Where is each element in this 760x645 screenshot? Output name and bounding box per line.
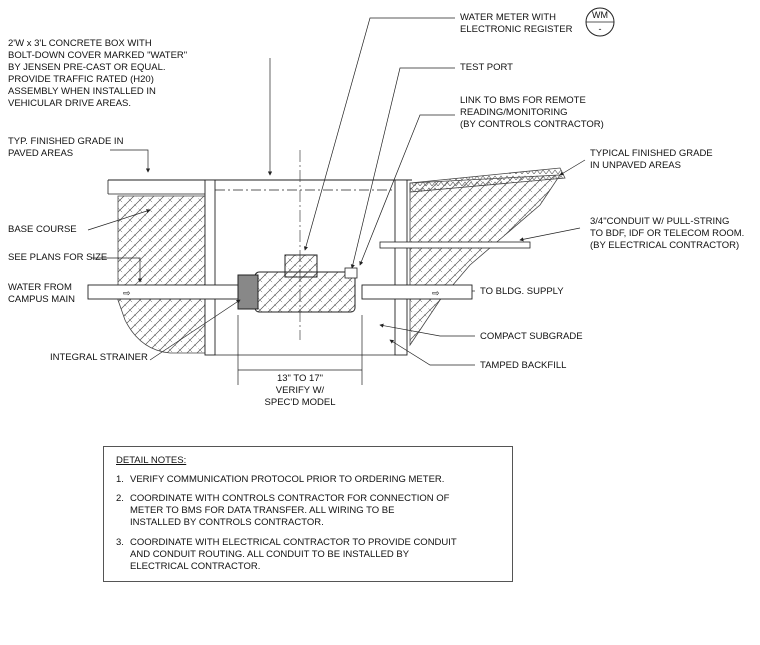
note-text: COORDINATE WITH ELECTRICAL CONTRACTOR TO…	[130, 537, 457, 572]
meter-symbol-top: WM	[592, 10, 608, 20]
callout-conduit: 3/4"CONDUIT W/ PULL-STRING TO BDF, IDF O…	[590, 216, 745, 251]
note-number: 1.	[116, 474, 124, 485]
note-text: COORDINATE WITH CONTROLS CONTRACTOR FOR …	[130, 493, 450, 528]
callout-link-bms: LINK TO BMS FOR REMOTE READING/MONITORIN…	[460, 95, 604, 130]
detail-notes-title: DETAIL NOTES:	[116, 455, 187, 466]
dimension-label: 13" TO 17" VERIFY W/ SPEC'D MODEL	[264, 373, 336, 408]
conduit	[379, 241, 531, 249]
note-number: 2.	[116, 493, 124, 504]
note-number: 3.	[116, 537, 124, 548]
left-soil-hatch	[117, 195, 206, 354]
callout-water-from: WATER FROM CAMPUS MAIN	[8, 282, 76, 305]
grass-surface	[409, 167, 566, 193]
box-wall-right	[394, 179, 408, 356]
callout-concrete-box: 2'W x 3'L CONCRETE BOX WITH BOLT-DOWN CO…	[8, 38, 188, 109]
meter-register	[284, 254, 318, 278]
box-wall-left	[204, 179, 216, 356]
callout-see-plans: SEE PLANS FOR SIZE	[8, 252, 108, 263]
callout-to-bldg: TO BLDG. SUPPLY	[480, 286, 564, 297]
strainer	[237, 274, 259, 310]
callout-integral-strainer: INTEGRAL STRAINER	[50, 352, 148, 363]
svg-text:⇨: ⇨	[123, 288, 131, 298]
meter-symbol-bottom: -	[598, 24, 602, 34]
callout-finished-grade-paved: TYP. FINISHED GRADE IN PAVED AREAS	[8, 136, 124, 159]
callout-test-port: TEST PORT	[460, 62, 513, 73]
pipe-outlet	[361, 284, 473, 300]
meter-body	[254, 271, 356, 313]
right-soil-hatch	[409, 174, 561, 347]
svg-text:⇨: ⇨	[432, 288, 440, 298]
note-text: VERIFY COMMUNICATION PROTOCOL PRIOR TO O…	[130, 474, 445, 485]
callout-water-meter: WATER METER WITH ELECTRONIC REGISTER	[460, 12, 573, 35]
callout-compact-subgrade: COMPACT SUBGRADE	[480, 331, 583, 342]
callout-finished-grade-unpaved: TYPICAL FINISHED GRADE IN UNPAVED AREAS	[590, 148, 713, 171]
detail-notes-box	[103, 446, 513, 582]
test-port	[344, 267, 358, 279]
callout-tamped-backfill: TAMPED BACKFILL	[480, 360, 567, 371]
callout-base-course: BASE COURSE	[8, 224, 77, 235]
pipe-inlet	[87, 284, 239, 300]
